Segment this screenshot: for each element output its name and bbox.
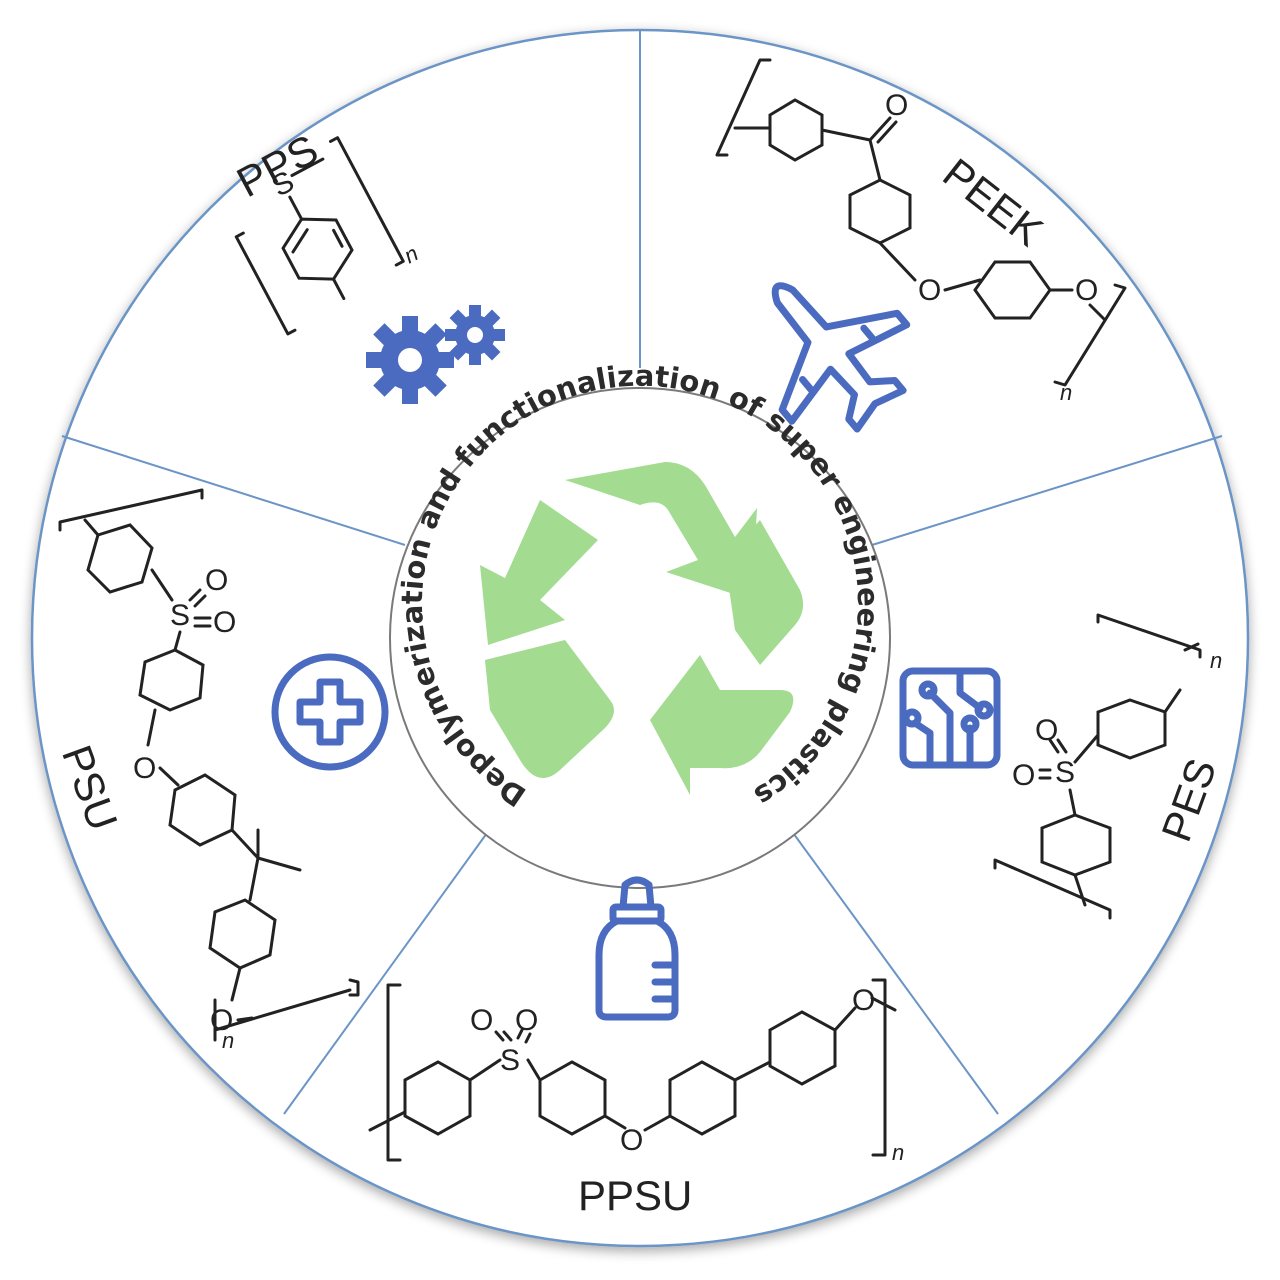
pes-sulfonyl-oxygen-1: O xyxy=(1035,714,1058,747)
peek-ring-1 xyxy=(768,98,824,162)
medical-cross-icon xyxy=(271,653,389,771)
airplane-icon xyxy=(771,282,911,433)
psu-sulfonyl-oxygen-2: O xyxy=(213,606,236,639)
psu-sulfonyl-oxygen-1: O xyxy=(205,564,228,597)
peek-ether-oxygen-1: O xyxy=(918,274,941,307)
peek-carbonyl-oxygen: O xyxy=(885,89,908,122)
peek-ether-oxygen-2: O xyxy=(1075,274,1098,307)
psu-repeat-n: n xyxy=(222,1028,234,1053)
ppsu-ether-oxygen-2: O xyxy=(852,984,875,1017)
ppsu-sulfur-atom: S xyxy=(500,1044,520,1077)
ppsu-label: PPSU xyxy=(578,1172,692,1219)
ppsu-ring-4 xyxy=(768,1010,837,1086)
circuit-board-icon xyxy=(899,667,1001,769)
ppsu-sulfonyl-oxygen-2: O xyxy=(515,1004,538,1037)
psu-ether-oxygen-1: O xyxy=(133,752,156,785)
ppsu-segment: PPSU n S O O O O xyxy=(368,978,904,1219)
ppsu-ether-oxygen-1: O xyxy=(620,1124,643,1157)
psu-ring-3 xyxy=(168,773,237,847)
center-circle xyxy=(389,387,891,889)
peek-ring-3 xyxy=(973,260,1052,320)
peek-repeat-n: n xyxy=(1060,380,1072,405)
psu-ring-1 xyxy=(86,523,154,594)
ppsu-repeat-n: n xyxy=(892,1140,904,1165)
baby-bottle-icon xyxy=(595,876,679,1021)
pes-sulfonyl-oxygen-2: O xyxy=(1012,759,1035,792)
ppsu-sulfonyl-oxygen-1: O xyxy=(470,1004,493,1037)
segment-dividers xyxy=(61,30,1223,1115)
ppsu-ring-3 xyxy=(668,1060,737,1136)
psu-sulfur-atom: S xyxy=(170,599,190,632)
pes-repeat-n: n xyxy=(1210,648,1222,673)
psu-ring-2 xyxy=(138,648,205,712)
pes-sulfur-atom: S xyxy=(1055,756,1075,789)
recycle-icon xyxy=(480,462,804,795)
ppsu-ring-1 xyxy=(403,1060,472,1136)
